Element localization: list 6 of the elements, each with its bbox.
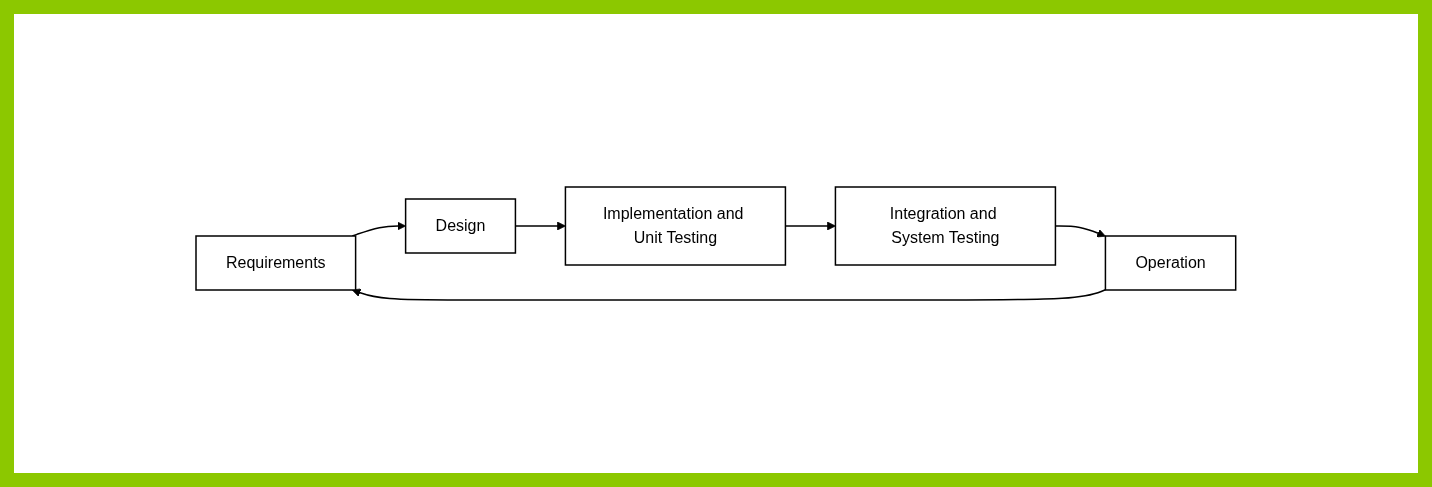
node-box: Design	[405, 198, 517, 254]
node-box: Operation	[1104, 235, 1237, 291]
node-box: Implementation and Unit Testing	[564, 186, 787, 266]
node-box: Integration and System Testing	[834, 186, 1057, 266]
node-box: Requirements	[195, 235, 357, 291]
arrow	[352, 288, 1107, 301]
